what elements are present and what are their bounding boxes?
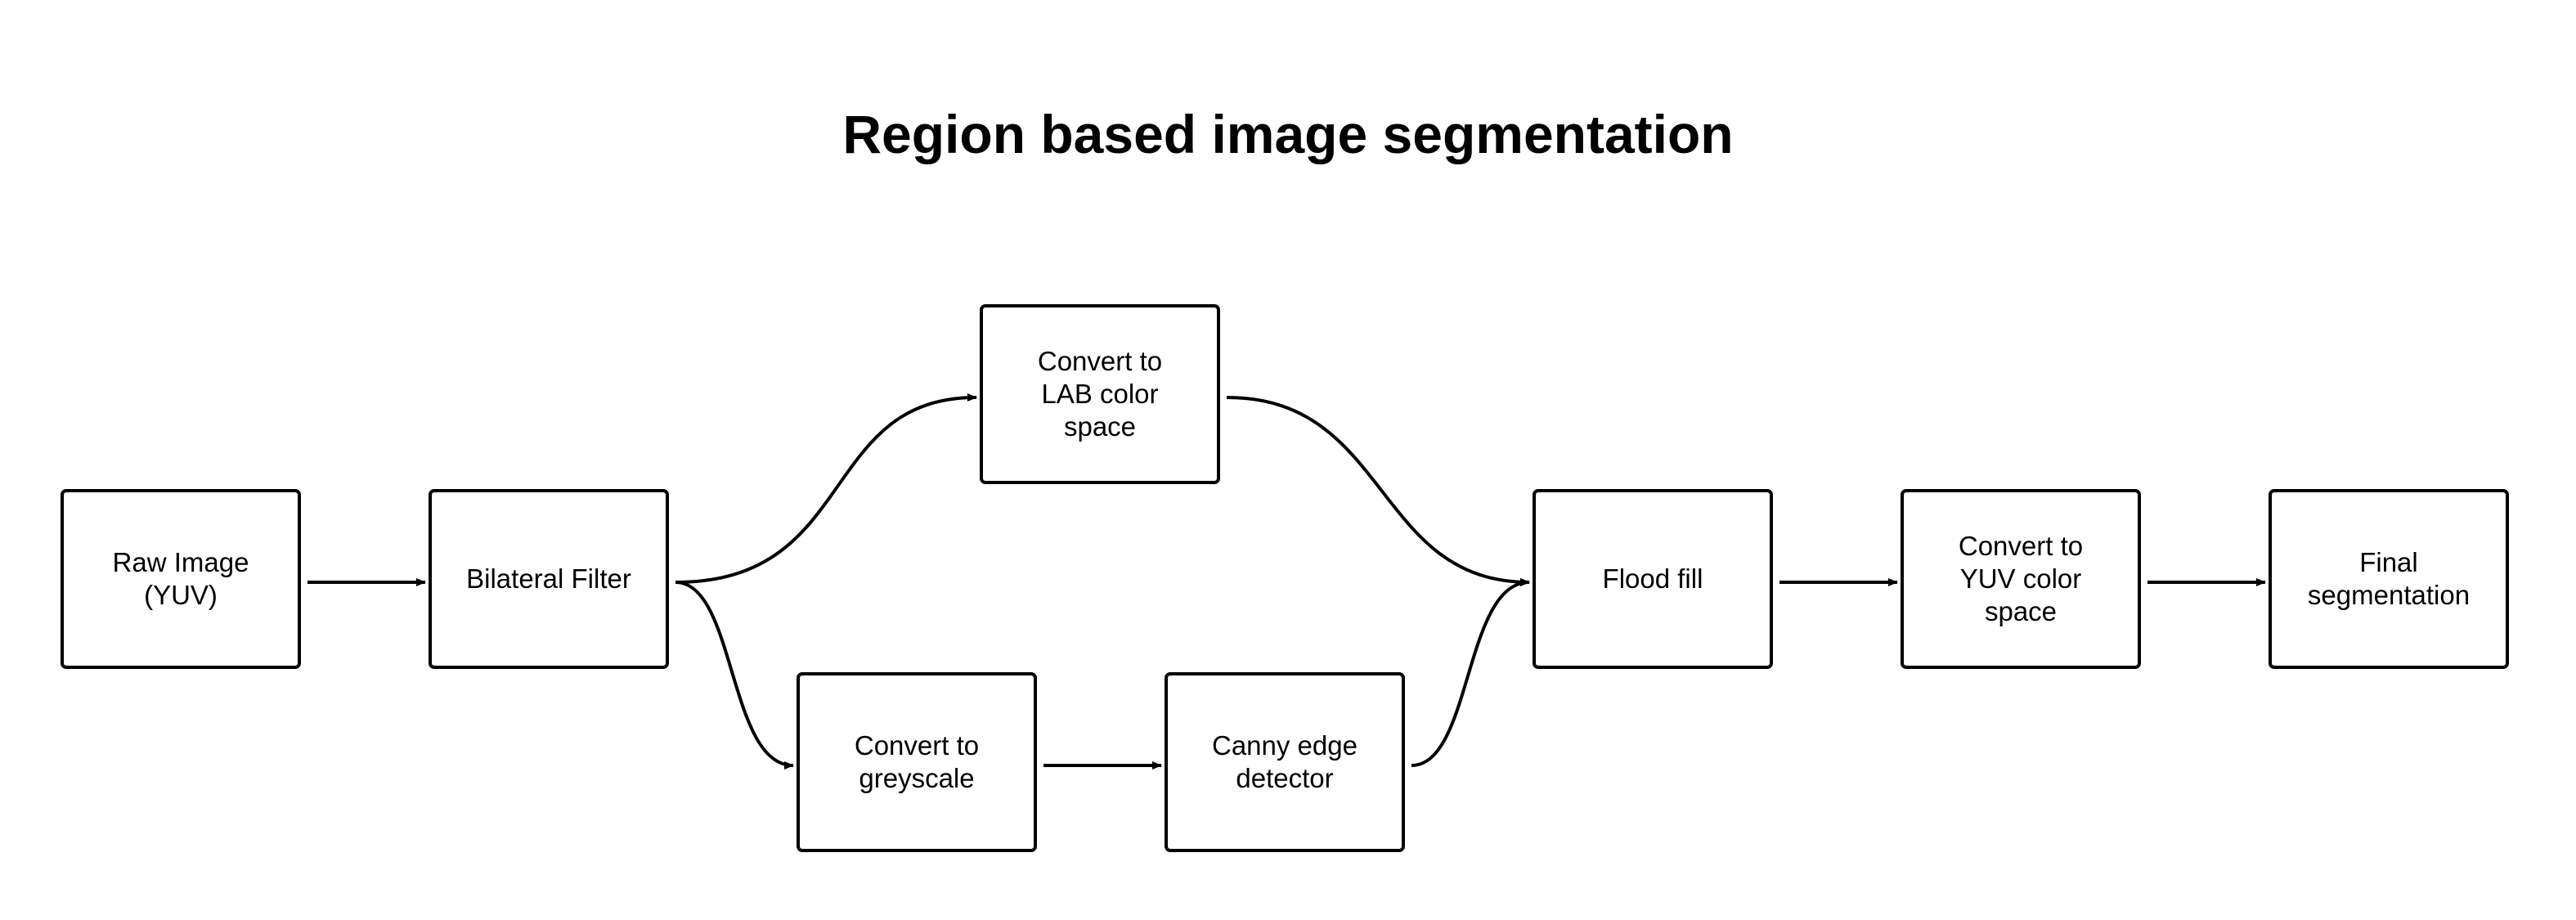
node-canny-edge-label: Canny edge detector — [1212, 730, 1358, 793]
edge-lab-to-floodfill — [1226, 396, 1530, 586]
node-convert-lab-label: Convert to LAB color space — [1037, 346, 1163, 442]
node-convert-greyscale-label: Convert to greyscale — [854, 730, 980, 793]
node-bilateral-filter[interactable]: Bilateral Filter — [429, 489, 669, 669]
node-flood-fill-label: Flood fill — [1602, 563, 1703, 594]
node-final-segmentation-label: Final segmentation — [2307, 547, 2471, 610]
node-final-segmentation[interactable]: Final segmentation — [2269, 489, 2509, 669]
node-flood-fill[interactable]: Flood fill — [1533, 489, 1773, 669]
node-convert-greyscale[interactable]: Convert to greyscale — [797, 672, 1037, 852]
node-convert-yuv[interactable]: Convert to YUV color space — [1901, 489, 2141, 669]
node-convert-lab[interactable]: Convert to LAB color space — [980, 304, 1220, 484]
diagram-title: Region based image segmentation — [842, 104, 1734, 164]
node-canny-edge[interactable]: Canny edge detector — [1165, 672, 1405, 852]
edge-bilateral-to-lab — [675, 393, 977, 584]
node-convert-yuv-label: Convert to YUV color space — [1958, 531, 2084, 626]
node-bilateral-filter-label: Bilateral Filter — [466, 563, 631, 594]
edge-canny-to-floodfill — [1411, 578, 1530, 767]
node-raw-image-label: Raw Image (YUV) — [112, 547, 249, 610]
edge-bilateral-to-greyscale — [675, 581, 794, 770]
node-raw-image[interactable]: Raw Image (YUV) — [61, 489, 301, 669]
